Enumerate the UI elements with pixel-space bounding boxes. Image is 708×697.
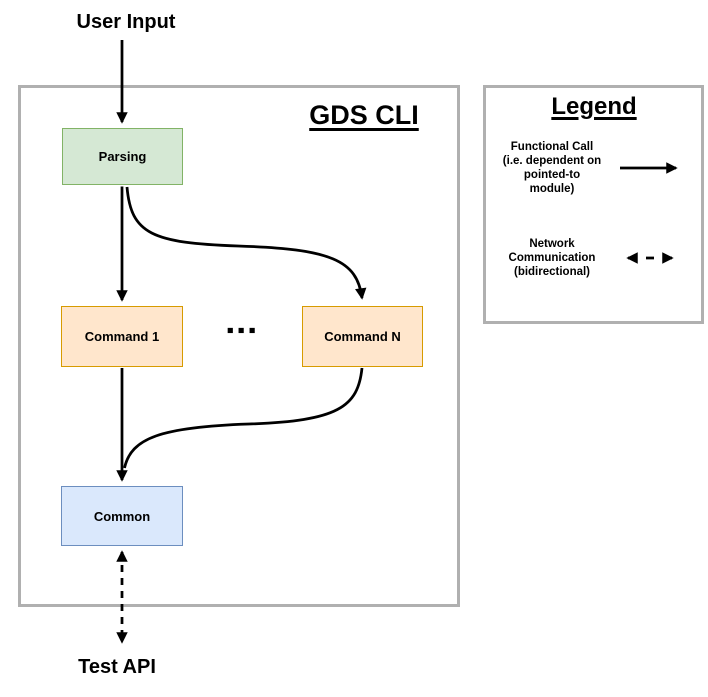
user-input-label: User Input	[76, 11, 176, 33]
legend-frame	[483, 85, 704, 324]
node-command-n: Command N	[302, 306, 423, 367]
node-parsing-label: Parsing	[98, 149, 147, 164]
node-command-n-label: Command N	[324, 329, 401, 344]
node-common-label: Common	[93, 508, 151, 524]
legend-entry-functional-call-label: Functional Call (i.e. dependent on point…	[502, 141, 602, 195]
ellipsis-icon: ▪▪▪	[226, 319, 260, 342]
node-parsing: Parsing	[62, 128, 183, 185]
node-command-1: Command 1	[61, 306, 183, 367]
node-command-1-label: Command 1	[84, 329, 160, 344]
legend-title: Legend	[551, 93, 637, 120]
gds-cli-title: GDS CLI	[309, 100, 419, 130]
node-common: Common	[61, 486, 183, 546]
legend-entry-network-communication-label: Network Communication (bidirectional)	[508, 238, 596, 278]
test-api-label: Test API	[78, 656, 156, 678]
